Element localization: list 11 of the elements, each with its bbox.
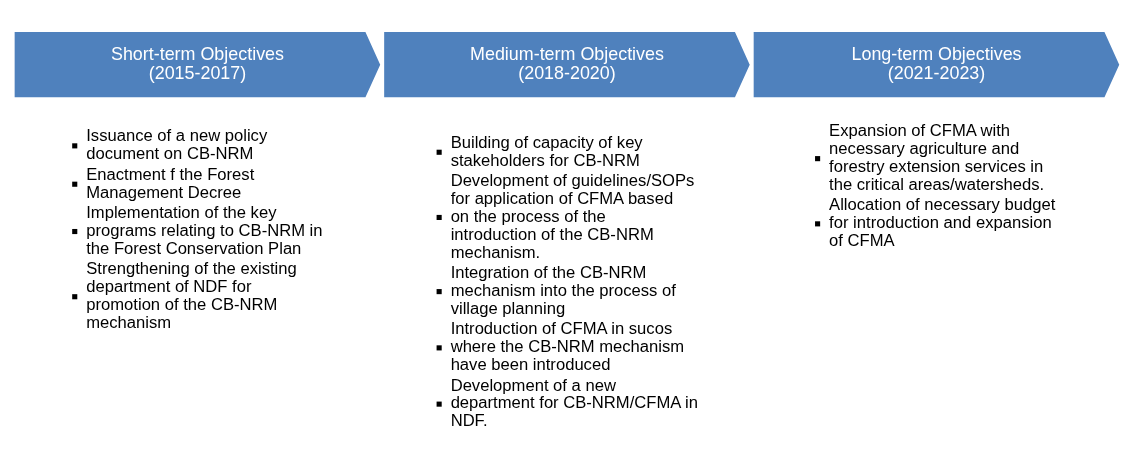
node-label: Building of capacity of key stakeholders for CB-NRM (450, 132, 643, 170)
node-label: Expansion of CFMA with necessary agriculture and forestry extension services in the critical areas/watersheds. (829, 121, 1045, 194)
node-label: Development of a new department for CB-NRM/CFMA in NDF. (450, 375, 699, 431)
node-label: Development of guidelines/SOPs for application of CFMA based on the process of the introduction of the CB-NRM mechanism. (450, 171, 695, 262)
node-label: Introduction of CFMA in sucos where the CB-NRM mechanism have been introduced (450, 319, 685, 375)
node-label: Implementation of the key programs relating to CB-NRM in the Forest Conservation Plan (86, 202, 323, 258)
node-label: Integration of the CB-NRM mechanism into the process of village planning (450, 263, 676, 318)
node-label: Enactment f the Forest Management Decree (86, 164, 255, 202)
node-label: Issuance of a new policy document on CB-NRM (86, 126, 268, 164)
node-label: Allocation of necessary budget for introduction and expansion of CFMA (829, 195, 1056, 251)
node-label: Strengthening of the existing department of NDF for promotion of the CB-NRM mechanism (86, 259, 297, 332)
